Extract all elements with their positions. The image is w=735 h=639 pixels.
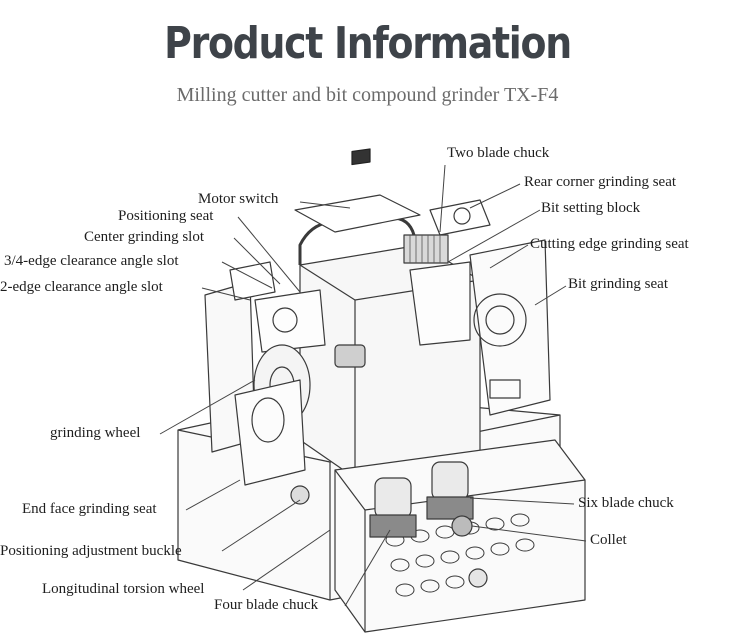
label-positioning-adjustment-buckle: Positioning adjustment buckle	[0, 543, 182, 559]
label-cutting-edge-grinding-seat: Cutting edge grinding seat	[530, 236, 689, 252]
four-blade-chuck-drawing	[369, 477, 417, 538]
label-two-blade-chuck: Two blade chuck	[447, 145, 550, 161]
right-tower	[469, 239, 551, 416]
label-34-edge-clearance-angle-slot: 3/4-edge clearance angle slot	[4, 253, 179, 269]
label-motor-switch: Motor switch	[198, 191, 279, 207]
label-grinding-wheel: grinding wheel	[50, 425, 141, 441]
label-four-blade-chuck: Four blade chuck	[214, 597, 319, 613]
label-rear-corner-grinding-seat: Rear corner grinding seat	[524, 174, 677, 190]
label-bit-setting-block: Bit setting block	[541, 200, 641, 216]
motor-switch-button	[351, 148, 371, 166]
label-collet: Collet	[590, 532, 627, 548]
six-blade-chuck-drawing	[426, 461, 474, 520]
collet-drawing	[451, 515, 473, 537]
two-blade-knob	[403, 234, 449, 264]
label-longitudinal-torsion-wheel: Longitudinal torsion wheel	[42, 581, 205, 597]
label-bit-grinding-seat: Bit grinding seat	[568, 276, 668, 292]
label-six-blade-chuck: Six blade chuck	[578, 495, 674, 511]
label-positioning-seat: Positioning seat	[118, 208, 214, 224]
label-2-edge-clearance-angle-slot: 2-edge clearance angle slot	[0, 279, 163, 295]
page-subtitle: Milling cutter and bit compound grinder …	[176, 84, 559, 106]
page-title: Product Information	[164, 18, 572, 69]
label-center-grinding-slot: Center grinding slot	[84, 229, 204, 245]
label-end-face-grinding-seat: End face grinding seat	[22, 501, 157, 517]
